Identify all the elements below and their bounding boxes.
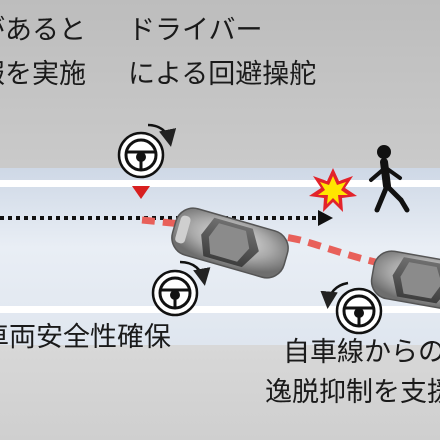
- curved-arrow-icon: [179, 260, 211, 286]
- car-icon: [370, 250, 440, 314]
- pedestrian-icon: [369, 145, 410, 213]
- upper-background: [0, 0, 440, 168]
- lane-label-line1: 自車線からの: [283, 337, 440, 368]
- steering-wheel-icon: [151, 269, 199, 317]
- car-icon: [171, 207, 289, 279]
- warning-label-line2: 報を実施: [0, 59, 86, 90]
- driver-label-line2: による回避操舵: [128, 59, 317, 90]
- safety-label: 車両安全性確保: [0, 322, 171, 353]
- lane-line-bottom: [0, 306, 440, 313]
- lane-line-top: [0, 180, 440, 187]
- steering-wheel-icon: [117, 131, 165, 179]
- curved-arrow-icon: [320, 281, 349, 309]
- lower-background: [0, 345, 440, 440]
- curved-arrow-icon: [147, 123, 177, 147]
- impact-burst-icon: [309, 168, 357, 212]
- lane-label-line2: 逸脱抑制を支援: [265, 377, 440, 408]
- steering-wheel-icon: [335, 287, 383, 335]
- straight-path-arrow: [0, 210, 333, 226]
- warning-label-line1: があると: [0, 15, 86, 46]
- triangle-marker-icon: [132, 186, 150, 199]
- driver-label-line1: ドライバー: [128, 15, 263, 46]
